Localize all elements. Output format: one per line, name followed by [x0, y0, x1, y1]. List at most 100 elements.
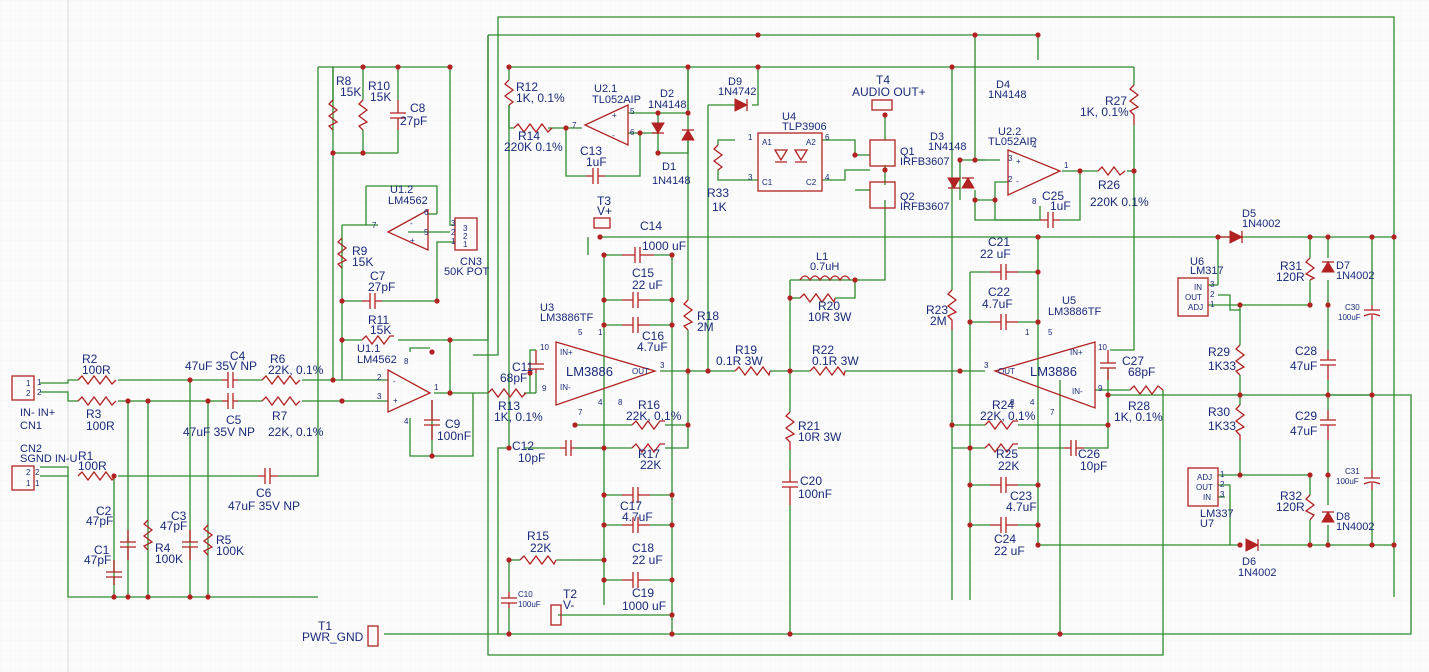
r24-label: R24: [992, 398, 1014, 412]
r13-label: R13: [498, 399, 520, 413]
u2-1-opamp: [583, 103, 629, 147]
c2-value: 47pF: [86, 514, 113, 528]
t4-label: T4: [876, 73, 890, 87]
cn1-label: CN1: [20, 420, 42, 432]
r24-value: 22K, 0.1%: [980, 409, 1036, 423]
u3-label: U3: [540, 302, 554, 314]
r1-value: 100R: [78, 459, 107, 473]
u3-in-minus: IN-: [560, 383, 571, 392]
r18-value: 2M: [697, 320, 714, 334]
t4-value: AUDIO OUT+: [852, 85, 926, 99]
r7-symbol: [261, 395, 301, 407]
u3-pin5: 5: [578, 328, 583, 337]
cn1-pin2: 2: [26, 389, 31, 398]
c6-label: C6: [256, 486, 272, 500]
u7-lm337: [1187, 467, 1219, 507]
c31-label: C31: [1345, 467, 1360, 476]
u2-2-pin2: 2: [1008, 175, 1013, 184]
u2-1-part: TL052AIP: [592, 94, 641, 106]
u4-c2: C2: [806, 178, 817, 187]
u4-a2: A2: [806, 138, 816, 147]
c17-label: C17: [620, 499, 642, 513]
c1-label: C1: [94, 543, 110, 557]
cn2-pin1-out: 1: [35, 479, 40, 488]
u7-pin1: 1: [1220, 470, 1225, 479]
r19-label: R19: [735, 343, 757, 357]
u4-pin1: 1: [748, 133, 753, 142]
c16-label: C16: [642, 329, 664, 343]
r27-symbol: [1128, 84, 1140, 125]
r18-symbol: [682, 299, 694, 331]
r19-value: 0.1R 3W: [716, 354, 763, 368]
c19-value: 1000 uF: [622, 599, 666, 613]
u3-pin3: 3: [660, 361, 665, 370]
r7-label: R7: [272, 409, 288, 423]
c14-label: C14: [640, 219, 662, 233]
cn1-pin1-out: 1: [37, 378, 42, 387]
r2-label: R2: [82, 352, 98, 366]
r29-label: R29: [1208, 345, 1230, 359]
u1-1-pin1: 1: [434, 383, 439, 392]
r10-label: R10: [368, 79, 390, 93]
r23-value: 2M: [930, 314, 947, 328]
r13-symbol: [487, 387, 527, 399]
u4-a1: A1: [762, 138, 772, 147]
r12-value: 1K, 0.1%: [516, 91, 565, 105]
r3-symbol: [77, 395, 117, 407]
d5-label: D5: [1242, 208, 1256, 220]
d6-value: 1N4002: [1238, 567, 1277, 579]
q1-mosfet: [869, 139, 896, 167]
r22-label: R22: [812, 343, 834, 357]
cn2-pin1: 1: [26, 479, 31, 488]
r14-symbol: [513, 122, 553, 134]
r7-value: 22K, 0.1%: [268, 425, 324, 439]
d4-label: D4: [996, 79, 1010, 91]
cn1-connector: [11, 375, 35, 401]
c21-value: 22 uF: [980, 247, 1011, 261]
q2-label: Q2: [900, 191, 915, 203]
d2-label: D2: [660, 88, 674, 100]
d9-label: D9: [728, 76, 742, 88]
d1-value: 1N4148: [652, 175, 691, 187]
u5-label: U5: [1062, 295, 1076, 307]
u3-part: LM3886TF: [540, 312, 593, 324]
r17-label: R17: [638, 447, 660, 461]
r4-symbol: [142, 519, 154, 551]
u7-out: OUT: [1196, 483, 1213, 492]
r20-label: R20: [818, 299, 840, 313]
diodes: [651, 98, 1335, 552]
c9-value: 100nF: [437, 429, 471, 443]
u1-1-pin2: 2: [377, 373, 382, 382]
c18-value: 22 uF: [632, 553, 663, 567]
r15-label: R15: [527, 529, 549, 543]
t2-label: T2: [563, 587, 577, 601]
t3-testpoint: [593, 217, 611, 229]
c3-label: C3: [171, 509, 187, 523]
cn3-pin1-in: 1: [463, 240, 468, 249]
u2-1-plus: +: [612, 111, 617, 120]
t2-testpoint: [550, 604, 562, 626]
d8-label: D8: [1336, 511, 1350, 523]
c27-value: 68pF: [1128, 365, 1155, 379]
c2-label: C2: [96, 504, 112, 518]
u4-tlp3906: [757, 132, 823, 192]
c30-value: 100uF: [1338, 313, 1361, 322]
t1-label: T1: [318, 619, 332, 633]
c5-label: C5: [226, 413, 242, 427]
r9-symbol: [336, 237, 348, 269]
r24-symbol: [984, 419, 1018, 431]
u6-in: IN: [1194, 283, 1202, 292]
cn3-pin2-in: 2: [463, 232, 468, 241]
r26-value: 220K 0.1%: [1090, 195, 1149, 209]
u4-part: TLP3906: [782, 121, 827, 133]
r17-value: 22K: [640, 458, 661, 472]
u4-pin6: 6: [825, 133, 830, 142]
u1-2-part: LM4562: [388, 195, 428, 207]
r5-value: 100K: [216, 544, 244, 558]
r13-value: 1K, 0.1%: [494, 410, 543, 424]
cn1-pins-label: IN- IN+: [20, 407, 55, 419]
r1-label: R1: [78, 449, 94, 463]
cn3-pin1: 1: [451, 237, 456, 246]
cn2-pins-label: SGND IN-U: [20, 453, 78, 465]
